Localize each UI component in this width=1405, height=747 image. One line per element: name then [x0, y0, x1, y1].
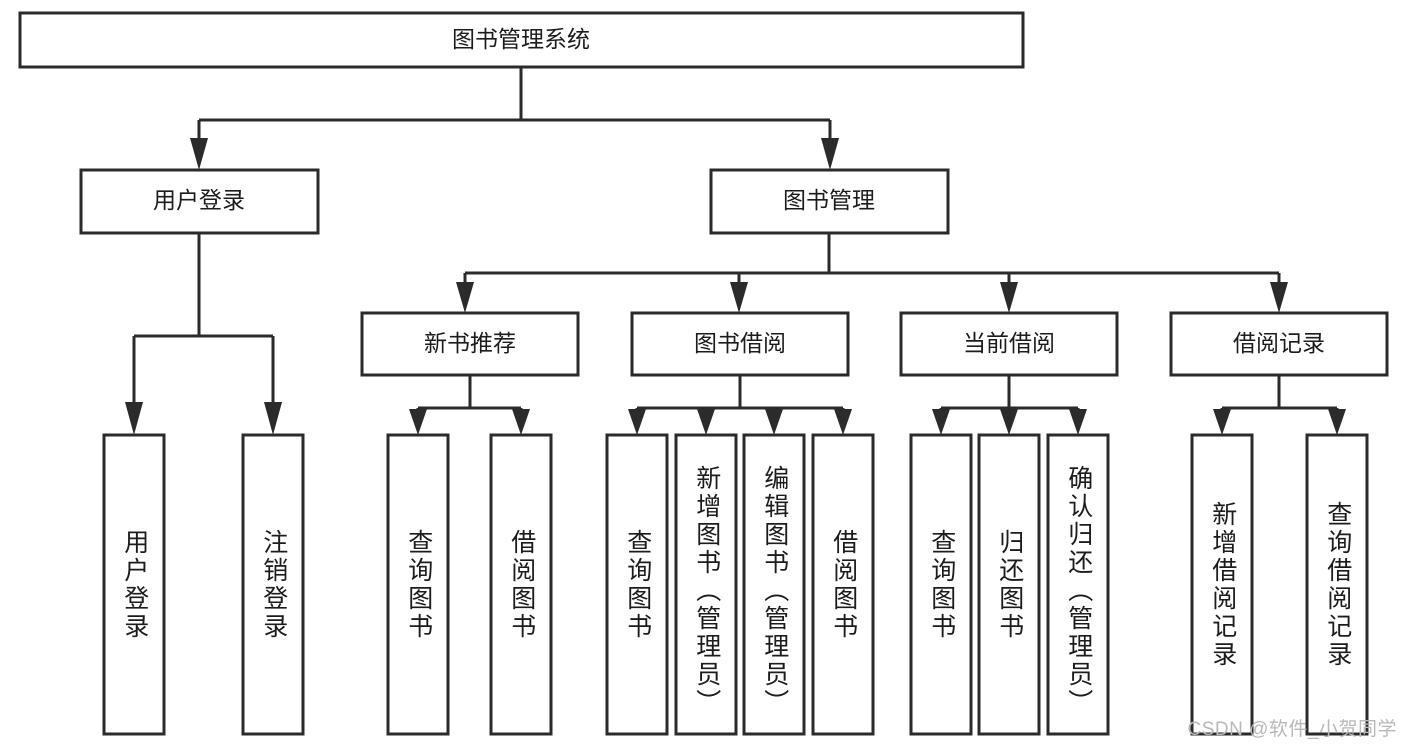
- arrowhead-leaf-cb-2: [1000, 409, 1018, 435]
- leaf-label-bb-3: 编辑图书（管理员）: [760, 464, 789, 717]
- edge-current-borrow-to-leaves: [932, 375, 1087, 435]
- leaf-label-br-1: 新增借阅记录: [1208, 500, 1237, 669]
- arrowhead-current-borrow: [1000, 282, 1018, 313]
- leaf-box-bb-1[interactable]: [605, 433, 669, 736]
- edge-book-manage-to-level3: [456, 233, 1288, 313]
- arrowhead-leaf-cb-1: [932, 409, 950, 435]
- arrowhead-leaf-bb-2: [697, 409, 715, 435]
- leaf-box-br-1[interactable]: [1190, 433, 1254, 736]
- node-root[interactable]: 图书管理系统: [18, 11, 1025, 69]
- arrowhead-leaf-user-login-1: [125, 402, 143, 435]
- leaf-label-nbr-2: 借阅图书: [507, 528, 536, 641]
- leaf-box-bb-3[interactable]: [742, 433, 806, 736]
- leaf-label-br-2: 查询借阅记录: [1323, 500, 1352, 669]
- node-book-borrow[interactable]: 图书借阅: [630, 311, 850, 377]
- edge-borrow-record-to-leaves: [1213, 375, 1346, 435]
- edge-new-book-recommend-to-leaves: [409, 375, 530, 435]
- edge-root-to-level2: [190, 67, 839, 170]
- leaf-label-user-login-1: 用户登录: [120, 528, 149, 641]
- node-current-borrow-label: 当前借阅: [963, 330, 1055, 356]
- arrowhead-new-book-recommend: [456, 282, 474, 313]
- arrowhead-leaf-bb-1: [628, 409, 646, 435]
- arrowhead-leaf-nbr-1: [409, 409, 427, 435]
- leaf-label-nbr-1: 查询图书: [404, 528, 433, 641]
- arrowhead-user-login: [190, 138, 208, 170]
- leaf-label-cb-2: 归还图书: [995, 528, 1024, 641]
- node-book-manage-label: 图书管理: [783, 187, 875, 213]
- arrowhead-leaf-bb-4: [834, 409, 852, 435]
- node-user-login[interactable]: 用户登录: [79, 168, 320, 235]
- arrowhead-leaf-br-2: [1328, 409, 1346, 435]
- node-current-borrow[interactable]: 当前借阅: [899, 311, 1119, 377]
- leaf-box-user-login-2[interactable]: [241, 433, 305, 736]
- node-book-borrow-box: [630, 311, 850, 377]
- arrowhead-borrow-record: [1270, 282, 1288, 313]
- leaf-box-bb-2[interactable]: [674, 433, 738, 736]
- arrowhead-book-borrow: [730, 282, 748, 313]
- node-book-manage[interactable]: 图书管理: [709, 168, 950, 235]
- node-new-book-recommend[interactable]: 新书推荐: [360, 311, 580, 377]
- leaf-label-cb-1: 查询图书: [927, 528, 956, 641]
- leaf-label-bb-1: 查询图书: [623, 528, 652, 641]
- leaf-label-cb-3: 确认归还（管理员）: [1064, 464, 1093, 717]
- arrowhead-leaf-bb-3: [765, 409, 783, 435]
- arrowhead-leaf-user-login-2: [264, 402, 282, 435]
- node-borrow-record[interactable]: 借阅记录: [1169, 311, 1389, 377]
- leaf-label-bb-2: 新增图书（管理员）: [692, 464, 721, 717]
- node-user-login-label: 用户登录: [153, 187, 245, 213]
- leaf-box-br-2[interactable]: [1305, 433, 1369, 736]
- node-borrow-record-label: 借阅记录: [1233, 330, 1325, 356]
- arrowhead-leaf-nbr-2: [512, 409, 530, 435]
- leaf-box-user-login-1[interactable]: [102, 433, 166, 736]
- node-current-borrow-box: [899, 311, 1119, 377]
- leaf-box-cb-2[interactable]: [977, 433, 1041, 736]
- leaf-box-cb-3[interactable]: [1046, 433, 1110, 736]
- leaf-label-user-login-2: 注销登录: [259, 528, 288, 641]
- node-book-borrow-label: 图书借阅: [694, 330, 786, 356]
- node-root-box: [18, 11, 1025, 69]
- node-root-label: 图书管理系统: [452, 26, 590, 52]
- node-new-book-recommend-box: [360, 311, 580, 377]
- leaf-box-nbr-2[interactable]: [489, 433, 553, 736]
- edge-book-borrow-to-leaves: [628, 375, 852, 435]
- arrowhead-leaf-cb-3: [1069, 409, 1087, 435]
- leaf-box-bb-4[interactable]: [811, 433, 875, 736]
- edge-user-login-to-leaves: [125, 233, 282, 435]
- arrowhead-book-manage: [821, 138, 839, 170]
- node-new-book-recommend-label: 新书推荐: [424, 330, 516, 356]
- leaf-label-bb-4: 借阅图书: [829, 528, 858, 641]
- csdn-watermark: CSDN @软件_小贺同学: [1187, 719, 1397, 740]
- leaf-box-cb-1[interactable]: [909, 433, 973, 736]
- leaf-box-nbr-1[interactable]: [386, 433, 450, 736]
- arrowhead-leaf-br-1: [1213, 409, 1231, 435]
